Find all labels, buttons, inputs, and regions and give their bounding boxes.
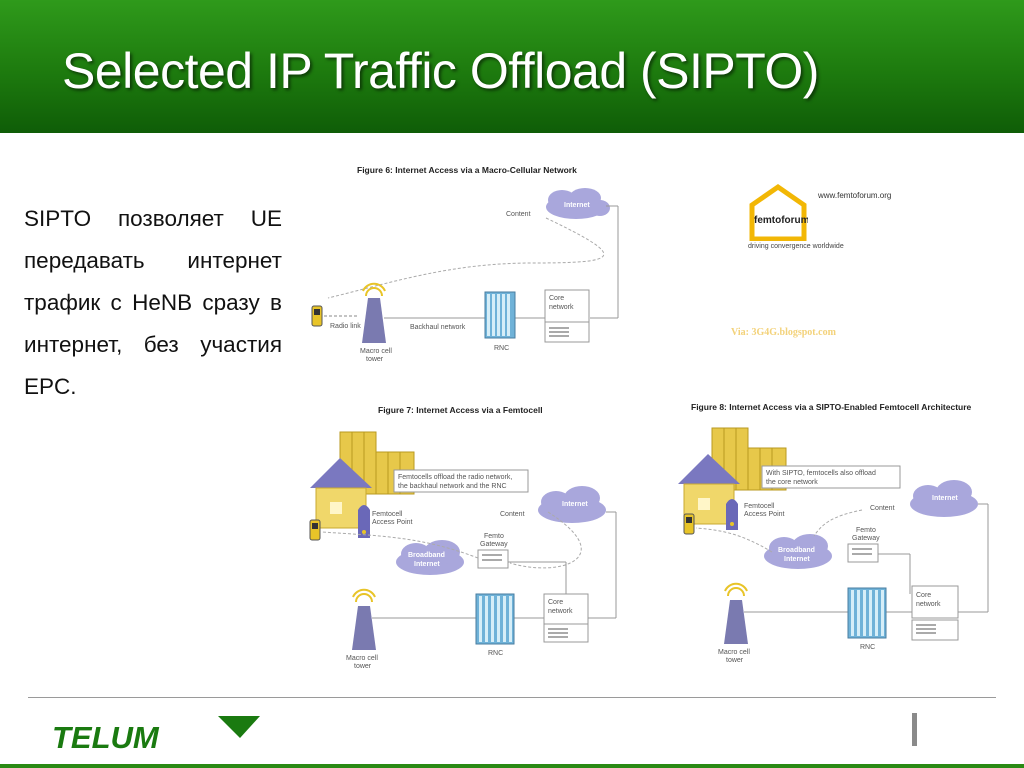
broadband-label-2: Internet bbox=[784, 556, 810, 563]
femtoforum-url: www.femtoforum.org bbox=[818, 191, 892, 200]
fap-label-1: Femtocell bbox=[744, 503, 775, 510]
telum-swoosh-icon bbox=[218, 716, 260, 738]
internet-cloud: Internet bbox=[538, 486, 606, 523]
rnc-rack bbox=[475, 593, 515, 645]
telum-logo: TELUM bbox=[52, 716, 260, 752]
phone-icon bbox=[311, 305, 323, 327]
gateway-label-2: Gateway bbox=[480, 541, 508, 548]
content-path bbox=[327, 217, 604, 299]
figure6-caption: Figure 6: Internet Access via a Macro-Ce… bbox=[357, 165, 577, 175]
broadband-label-1: Broadband bbox=[778, 547, 815, 554]
figure8-diagram: With SIPTO, femtocells also offload the … bbox=[678, 427, 989, 664]
content-path bbox=[509, 511, 582, 569]
fap-label-2: Access Point bbox=[744, 511, 785, 518]
fap-label-2: Access Point bbox=[372, 519, 413, 526]
content-label: Content bbox=[500, 511, 525, 518]
broadband-label-1: Broadband bbox=[408, 552, 445, 559]
content-path bbox=[813, 509, 863, 537]
content-path bbox=[321, 531, 479, 559]
tower-label-1: Macro cell bbox=[346, 655, 378, 662]
bottom-accent-bar bbox=[0, 764, 1024, 768]
note-line-1: With SIPTO, femtocells also offload bbox=[766, 470, 876, 477]
figure7-diagram: Femtocells offload the radio network, th… bbox=[309, 431, 617, 670]
core-network-box bbox=[911, 585, 959, 619]
tower-label-1: Macro cell bbox=[718, 649, 750, 656]
rnc-label: RNC bbox=[494, 345, 509, 352]
internet-label: Internet bbox=[932, 495, 958, 502]
femtoforum-logo-text: femtoforum bbox=[754, 215, 808, 226]
backhaul-label: Backhaul network bbox=[410, 324, 466, 331]
core-label-2: network bbox=[916, 601, 941, 608]
rnc-rack bbox=[484, 291, 516, 339]
note-line-1: Femtocells offload the radio network, bbox=[398, 474, 512, 481]
radio-link-label: Radio link bbox=[330, 323, 361, 330]
femtoforum-tagline: driving convergence worldwide bbox=[748, 243, 844, 250]
telum-logo-text: TELUM bbox=[52, 720, 160, 752]
house-icon bbox=[310, 458, 372, 529]
gateway-label-1: Femto bbox=[856, 527, 876, 534]
macro-tower-icon bbox=[724, 582, 748, 644]
phone-icon bbox=[683, 513, 695, 535]
core-label-1: Core bbox=[916, 592, 931, 599]
figure7-caption: Figure 7: Internet Access via a Femtocel… bbox=[378, 405, 543, 415]
slide-divider-bar bbox=[912, 713, 917, 746]
broadband-cloud: Broadband Internet bbox=[764, 534, 832, 569]
core-network-box bbox=[544, 289, 590, 323]
femtoforum-logo: femtoforum www.femtoforum.org driving co… bbox=[748, 183, 891, 250]
slide-title: Selected IP Traffic Offload (SIPTO) bbox=[62, 43, 819, 99]
rnc-rack bbox=[847, 587, 887, 639]
internet-label: Internet bbox=[562, 501, 588, 508]
tower-label-2: tower bbox=[354, 663, 372, 670]
footer-divider bbox=[28, 697, 996, 698]
house-icon bbox=[678, 454, 740, 525]
core-label-2: network bbox=[549, 304, 574, 311]
internet-label: Internet bbox=[564, 202, 590, 209]
macro-tower-icon bbox=[362, 282, 386, 343]
internet-cloud: Internet bbox=[910, 480, 978, 517]
tower-label-2: tower bbox=[726, 657, 744, 664]
offload-note-box bbox=[393, 469, 529, 493]
figure6-diagram: Internet Content Core network RNC Backha… bbox=[311, 188, 619, 363]
broadband-label-2: Internet bbox=[414, 561, 440, 568]
gateway-label-1: Femto bbox=[484, 533, 504, 540]
note-line-2: the core network bbox=[766, 479, 818, 486]
core-label-1: Core bbox=[548, 599, 563, 606]
core-label-1: Core bbox=[549, 295, 564, 302]
broadband-cloud: Broadband Internet bbox=[396, 540, 464, 575]
internet-cloud: Internet bbox=[546, 188, 610, 219]
body-text: SIPTO позволяет UE передавать интернет т… bbox=[24, 206, 282, 399]
rnc-label: RNC bbox=[488, 650, 503, 657]
fap-label-1: Femtocell bbox=[372, 511, 403, 518]
core-label-2: network bbox=[548, 608, 573, 615]
content-label: Content bbox=[870, 505, 895, 512]
tower-label-2: tower bbox=[366, 356, 384, 363]
gateway-label-2: Gateway bbox=[852, 535, 880, 542]
content-label: Content bbox=[506, 211, 531, 218]
content-path bbox=[695, 527, 773, 553]
tower-label-1: Macro cell bbox=[360, 348, 392, 355]
femtocell-ap-icon bbox=[726, 499, 738, 530]
title-bar: Selected IP Traffic Offload (SIPTO) bbox=[0, 0, 1024, 133]
via-credit: Via: 3G4G.blogspot.com bbox=[731, 327, 836, 338]
femtocell-ap-icon bbox=[358, 505, 370, 538]
macro-tower-icon bbox=[352, 588, 376, 650]
note-line-2: the backhaul network and the RNC bbox=[398, 483, 507, 490]
offload-note-box bbox=[761, 465, 901, 489]
rnc-label: RNC bbox=[860, 644, 875, 651]
phone-icon bbox=[309, 519, 321, 541]
figure8-caption: Figure 8: Internet Access via a SIPTO-En… bbox=[691, 402, 972, 412]
femtoforum-house-icon: femtoforum bbox=[749, 183, 810, 242]
